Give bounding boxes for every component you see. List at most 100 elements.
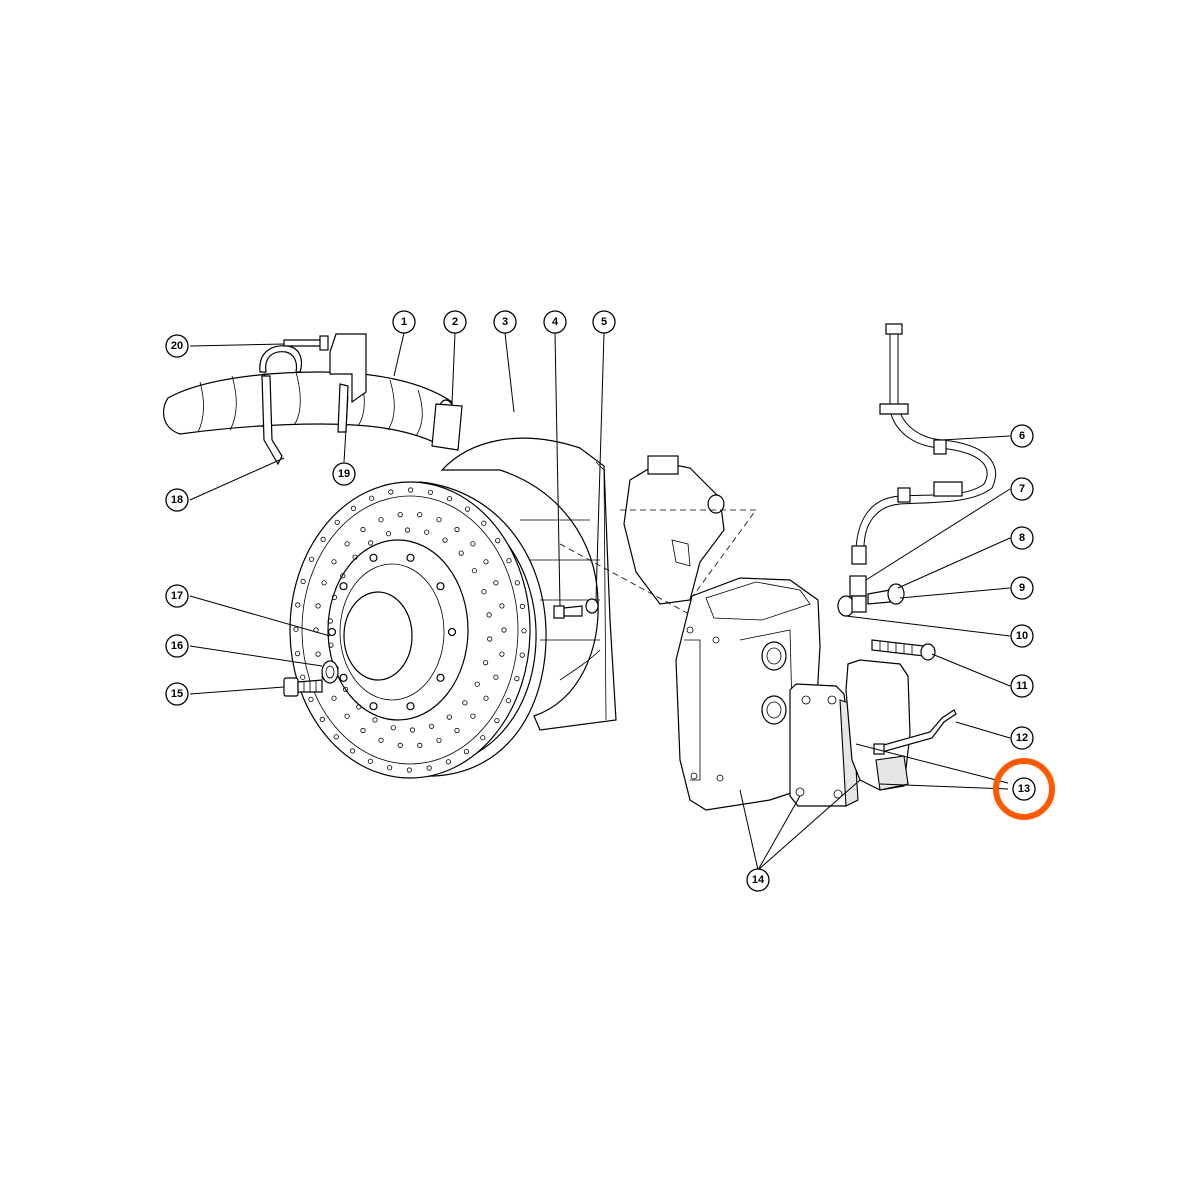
hub-hole [406, 702, 415, 711]
hub-hole [369, 702, 378, 711]
brake-dust-shield [440, 437, 617, 731]
callout-6-label: 6 [1019, 430, 1025, 442]
callout-15[interactable]: 15 [165, 682, 189, 706]
drill-hole [481, 589, 487, 595]
drill-hole [368, 540, 374, 546]
callout-11[interactable]: 11 [1010, 674, 1034, 698]
drill-hole [367, 758, 373, 764]
drill-hole [331, 695, 337, 701]
drill-hole [470, 541, 476, 547]
callout-12[interactable]: 12 [1010, 726, 1034, 750]
hub-hole [406, 553, 415, 562]
drill-hole [319, 716, 325, 723]
disc-drill-holes [293, 487, 527, 773]
washer [321, 660, 339, 684]
drill-hole [428, 723, 435, 729]
drill-hole [483, 695, 489, 701]
drill-hole [409, 727, 416, 733]
drill-hole [334, 519, 340, 525]
brake-pad-inner [789, 683, 859, 807]
hub-hole [436, 582, 445, 591]
drill-hole [471, 568, 477, 574]
drill-hole [436, 737, 442, 743]
callout-20[interactable]: 20 [165, 334, 189, 358]
callout-4[interactable]: 4 [543, 310, 567, 334]
brake-pad-outer [845, 659, 911, 791]
drill-hole [293, 626, 299, 632]
drill-hole [426, 765, 432, 771]
wheel-bolt [283, 677, 323, 697]
callout-19[interactable]: 19 [332, 462, 356, 486]
drill-hole [344, 541, 350, 547]
drill-hole [321, 580, 327, 586]
callout-8[interactable]: 8 [1010, 526, 1034, 550]
callout-7[interactable]: 7 [1010, 477, 1034, 501]
drill-hole [482, 659, 489, 666]
drill-hole [308, 556, 315, 562]
callout-17[interactable]: 17 [165, 584, 189, 608]
callout-2-label: 2 [452, 316, 458, 328]
drill-hole [404, 527, 411, 533]
drill-hole [360, 727, 366, 734]
callout-18[interactable]: 18 [165, 488, 189, 512]
drill-hole [386, 765, 393, 771]
callout-11-label: 11 [1016, 680, 1028, 692]
drill-hole [378, 517, 384, 523]
drill-hole [388, 489, 394, 495]
callout-12-label: 12 [1016, 732, 1028, 744]
callout-8-label: 8 [1019, 532, 1025, 544]
callout-4-label: 4 [552, 316, 559, 328]
brake-cooling-duct [162, 371, 463, 451]
highlight-ring [993, 758, 1055, 820]
callout-6[interactable]: 6 [1010, 424, 1034, 448]
callout-10[interactable]: 10 [1010, 624, 1034, 648]
drill-hole [474, 681, 480, 687]
drill-hole [315, 603, 321, 609]
callout-17-label: 17 [171, 590, 183, 602]
callout-1[interactable]: 1 [392, 310, 416, 334]
callout-13-label: 13 [1018, 783, 1030, 795]
drill-hole [300, 674, 306, 680]
callout-13[interactable]: 13 [1012, 777, 1036, 801]
drill-hole [397, 742, 403, 749]
drill-hole [352, 554, 358, 560]
drill-hole [487, 636, 493, 642]
drill-hole [300, 578, 306, 585]
drill-hole [344, 713, 350, 719]
drill-hole [294, 650, 301, 657]
drill-hole [514, 580, 520, 586]
drill-hole [462, 700, 468, 706]
callout-7-label: 7 [1019, 483, 1025, 495]
callout-14[interactable]: 14 [746, 868, 770, 892]
callout-2[interactable]: 2 [443, 310, 467, 334]
hub-hole [339, 673, 348, 682]
drill-hole [356, 704, 362, 710]
duct-clip [259, 345, 303, 466]
drill-hole [493, 674, 499, 680]
callout-16-label: 16 [171, 640, 183, 652]
drill-hole [454, 526, 460, 533]
callout-3[interactable]: 3 [493, 310, 517, 334]
drill-hole [519, 603, 526, 610]
drill-hole [494, 717, 500, 724]
callout-9[interactable]: 9 [1010, 576, 1034, 600]
drill-hole [480, 735, 486, 741]
drill-hole [350, 505, 357, 511]
callout-5[interactable]: 5 [592, 310, 616, 334]
drill-hole [427, 489, 433, 495]
drill-hole [417, 511, 423, 518]
brake-disc [289, 481, 547, 779]
drill-hole [327, 618, 333, 624]
hub-hole [339, 582, 348, 591]
callout-14-label: 14 [752, 874, 765, 886]
drill-hole [442, 537, 448, 543]
drill-hole [295, 602, 301, 608]
drill-hole [458, 550, 464, 556]
callout-15-label: 15 [171, 688, 183, 700]
drill-hole [493, 580, 499, 586]
drill-hole [463, 748, 470, 755]
drill-hole [514, 675, 520, 682]
callout-19-label: 19 [338, 468, 350, 480]
drill-hole [454, 727, 460, 734]
callout-16[interactable]: 16 [165, 634, 189, 658]
